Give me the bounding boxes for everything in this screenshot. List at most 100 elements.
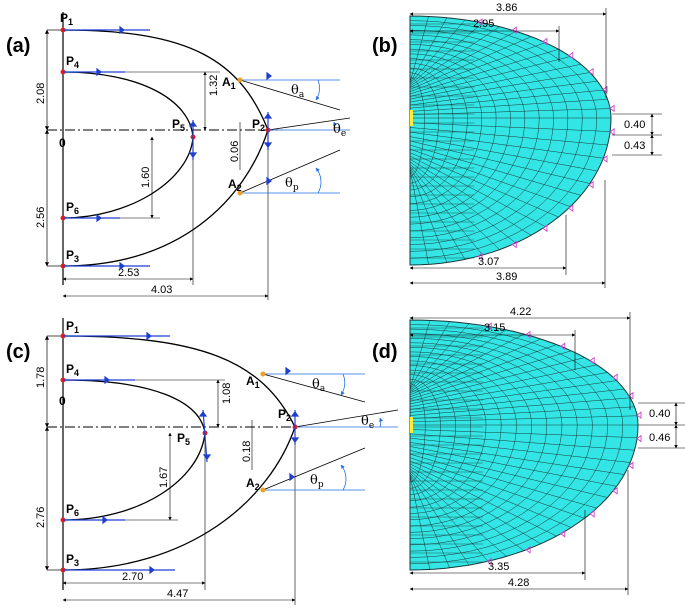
panel-c-label: (c) <box>6 341 30 363</box>
label-p1: P1 <box>60 11 73 27</box>
dim-d-top2: 3.15 <box>484 322 505 334</box>
constraint-marker <box>542 37 548 46</box>
constraint-marker <box>612 373 618 382</box>
dim-447: 4.47 <box>167 588 188 600</box>
mesh-line <box>409 144 581 196</box>
mesh-line <box>409 442 625 475</box>
label-p3: P3 <box>66 248 79 264</box>
constraint-marker <box>486 322 492 331</box>
dim-b-r1: 0.40 <box>624 119 645 131</box>
inner-profile-c <box>62 379 206 521</box>
point-a1 <box>237 77 243 83</box>
dim-208: 2.08 <box>35 83 47 104</box>
mesh-line <box>409 17 448 84</box>
label-p2: P2 <box>252 117 265 133</box>
mesh-line <box>409 122 611 132</box>
point-a2-c <box>260 487 266 493</box>
mesh-line <box>409 64 581 100</box>
mesh-line <box>409 169 429 265</box>
mesh-line <box>409 152 559 218</box>
constraint-marker <box>636 411 642 420</box>
angle-arc-a-c <box>340 373 346 396</box>
mesh-line <box>409 433 635 451</box>
mesh-line <box>409 320 431 389</box>
mesh-line <box>409 344 557 398</box>
dim-b-top2: 2.95 <box>473 18 494 30</box>
mesh-line <box>409 16 429 83</box>
label-a1: A1 <box>222 75 236 91</box>
control-points-c <box>60 333 298 573</box>
mesh-line <box>409 26 500 87</box>
mesh-line <box>409 474 450 568</box>
inner-profile-a <box>62 71 194 219</box>
mesh-line <box>409 380 617 410</box>
theta-p-label-c: θp <box>310 473 324 490</box>
tangent-p2 <box>267 117 351 131</box>
mesh-line <box>409 364 597 405</box>
constraint-marker <box>477 252 483 261</box>
mesh-line <box>409 167 466 260</box>
mesh-line <box>409 397 631 416</box>
mesh-line <box>409 136 598 172</box>
label-a2: A2 <box>228 177 242 193</box>
theta-e-label: θe <box>333 122 346 139</box>
dim-256: 2.56 <box>35 207 47 228</box>
dim-006: 0.06 <box>229 141 241 162</box>
panel-b-label: (b) <box>372 35 398 57</box>
constraint-marker <box>542 224 548 233</box>
dim-d-r2: 0.46 <box>649 432 670 444</box>
panel-c: (c) 1.78 2.76 0 1.08 1.67 0.18 2.70 4.47 <box>6 318 399 605</box>
mesh-line <box>409 31 516 88</box>
tangent-a2-c <box>262 447 366 491</box>
dim-d-r1: 0.40 <box>649 408 670 420</box>
label-p5: P5 <box>172 117 185 133</box>
outer-profile-c <box>62 335 296 571</box>
mesh-line <box>409 429 638 438</box>
dim-167: 1.67 <box>158 467 170 488</box>
constraint-marker <box>511 240 517 249</box>
mesh-line <box>409 372 608 407</box>
point-a2 <box>237 190 243 196</box>
mesh-line <box>409 158 532 236</box>
panel-d-label: (d) <box>372 341 398 363</box>
mesh-line <box>409 463 557 537</box>
mesh-line <box>409 338 541 396</box>
handles-a <box>63 25 273 271</box>
mesh-line <box>409 468 525 551</box>
dim-178: 1.78 <box>35 367 47 388</box>
theta-a-label-c: θa <box>312 377 326 394</box>
constraint-marker <box>560 529 566 538</box>
origin-zero: 0 <box>59 136 66 150</box>
theta-a-label: θa <box>291 83 305 100</box>
constraint-marker <box>636 434 642 443</box>
mesh-line <box>409 437 631 463</box>
mesh-d <box>409 319 642 571</box>
dim-403: 4.03 <box>151 284 172 296</box>
mesh-line <box>409 321 450 389</box>
label-p6-c: P6 <box>66 502 79 518</box>
mesh-line <box>409 450 608 498</box>
constraint-marker <box>525 545 531 554</box>
constraint-marker <box>628 391 634 400</box>
constraint-marker <box>568 51 574 60</box>
mesh-line <box>409 99 608 112</box>
mesh-line <box>409 388 625 413</box>
tangent-a1 <box>239 79 341 111</box>
mesh-line <box>409 127 608 146</box>
constraint-marker <box>609 104 615 113</box>
panel-a-label: (a) <box>6 35 30 57</box>
angle-arc-a <box>315 79 320 101</box>
constraint-marker <box>609 127 615 136</box>
mesh-line <box>409 466 541 545</box>
angle-arc-p-c <box>340 464 347 491</box>
mesh-line <box>409 415 638 423</box>
mesh-line <box>409 470 507 557</box>
mesh-line <box>409 168 448 263</box>
handles-c <box>63 331 300 575</box>
mesh-line <box>409 333 525 394</box>
tangent-a1-c <box>262 373 366 403</box>
constraint-marker <box>477 18 483 26</box>
dim-108: 1.08 <box>221 383 233 404</box>
theta-e-label-c: θe <box>361 414 374 431</box>
mesh-line <box>409 148 571 207</box>
